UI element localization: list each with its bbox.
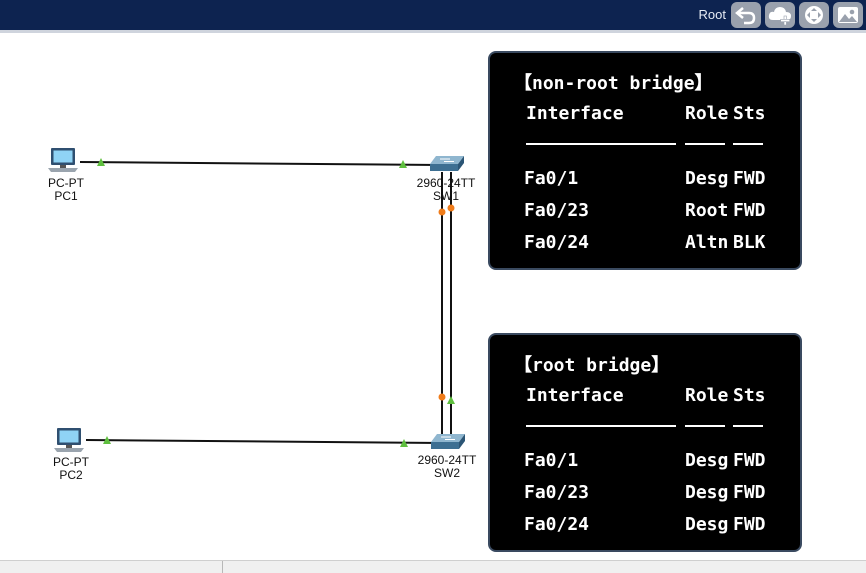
row-sts: FWD	[733, 482, 766, 503]
image-icon	[838, 7, 858, 23]
root-label: Root	[698, 7, 726, 22]
sw1-model: 2960-24TT	[416, 176, 476, 190]
sw2-label: 2960-24TT SW2	[409, 454, 485, 480]
row-role: Desg	[685, 482, 729, 503]
row-interface: Fa0/23	[524, 200, 590, 221]
header-role: Role	[685, 385, 729, 406]
back-icon	[735, 7, 756, 25]
row-interface: Fa0/24	[524, 514, 590, 535]
pc2-computer-icon[interactable]	[54, 428, 84, 452]
link-up-indicator	[97, 158, 105, 166]
link-up-indicator	[447, 396, 455, 404]
status-divider	[222, 561, 223, 573]
row-role: Desg	[685, 514, 729, 535]
row-sts: FWD	[733, 168, 766, 189]
row-interface: Fa0/23	[524, 482, 590, 503]
pc2-label: PC-PT PC2	[43, 456, 99, 482]
pc1-name: PC1	[54, 189, 78, 203]
pc1-computer-icon[interactable]	[48, 148, 78, 172]
header-sts: Sts	[733, 103, 766, 124]
header-divider	[685, 143, 725, 145]
root-bridge-panel: 【root bridge】 Interface Role Sts Fa0/1 D…	[488, 333, 802, 552]
pc2-model: PC-PT	[53, 455, 89, 469]
row-role: Desg	[685, 168, 729, 189]
sw1-switch-icon[interactable]	[430, 156, 464, 171]
panel-title: 【root bridge】	[514, 355, 670, 376]
image-button[interactable]	[833, 2, 863, 28]
add-cloud-button[interactable]	[765, 2, 795, 28]
header-role: Role	[685, 103, 729, 124]
non-root-bridge-panel: 【non-root bridge】 Interface Role Sts Fa0…	[488, 51, 802, 270]
link-up-indicator	[103, 436, 111, 444]
link-blocking-indicator	[438, 393, 446, 401]
link-blocking-indicator	[438, 208, 446, 216]
header-divider	[733, 143, 763, 145]
header-divider	[733, 425, 763, 427]
header-divider	[685, 425, 725, 427]
header-sts: Sts	[733, 385, 766, 406]
row-interface: Fa0/1	[524, 450, 579, 471]
row-role: Altn	[685, 232, 729, 253]
header-divider	[526, 143, 676, 145]
row-role: Root	[685, 200, 729, 221]
sw2-switch-icon[interactable]	[431, 434, 465, 449]
row-interface: Fa0/24	[524, 232, 590, 253]
row-sts: FWD	[733, 200, 766, 221]
move-icon	[805, 6, 823, 24]
sw2-model: 2960-24TT	[417, 453, 477, 467]
back-button[interactable]	[731, 2, 761, 28]
header-interface: Interface	[526, 385, 624, 406]
header-interface: Interface	[526, 103, 624, 124]
link-up-indicator	[399, 160, 407, 168]
link-blocking-indicator	[447, 204, 455, 212]
sw2-name: SW2	[433, 466, 460, 480]
header-divider	[526, 425, 676, 427]
cloud-add-icon	[768, 7, 791, 26]
panel-title: 【non-root bridge】	[514, 73, 713, 94]
link-pc2-sw2[interactable]	[85, 439, 443, 444]
sw1-label: 2960-24TT SW1	[408, 177, 484, 203]
row-sts: BLK	[733, 232, 766, 253]
link-pc1-sw1[interactable]	[79, 161, 441, 166]
row-sts: FWD	[733, 450, 766, 471]
row-sts: FWD	[733, 514, 766, 535]
pc1-label: PC-PT PC1	[38, 177, 94, 203]
link-up-indicator	[400, 439, 408, 447]
pc2-name: PC2	[59, 468, 83, 482]
sw1-name: SW1	[432, 189, 459, 203]
row-role: Desg	[685, 450, 729, 471]
top-toolbar: Root	[0, 0, 866, 30]
bottom-status-bar	[0, 560, 866, 573]
row-interface: Fa0/1	[524, 168, 579, 189]
pc1-model: PC-PT	[48, 176, 84, 190]
move-button[interactable]	[799, 2, 829, 28]
